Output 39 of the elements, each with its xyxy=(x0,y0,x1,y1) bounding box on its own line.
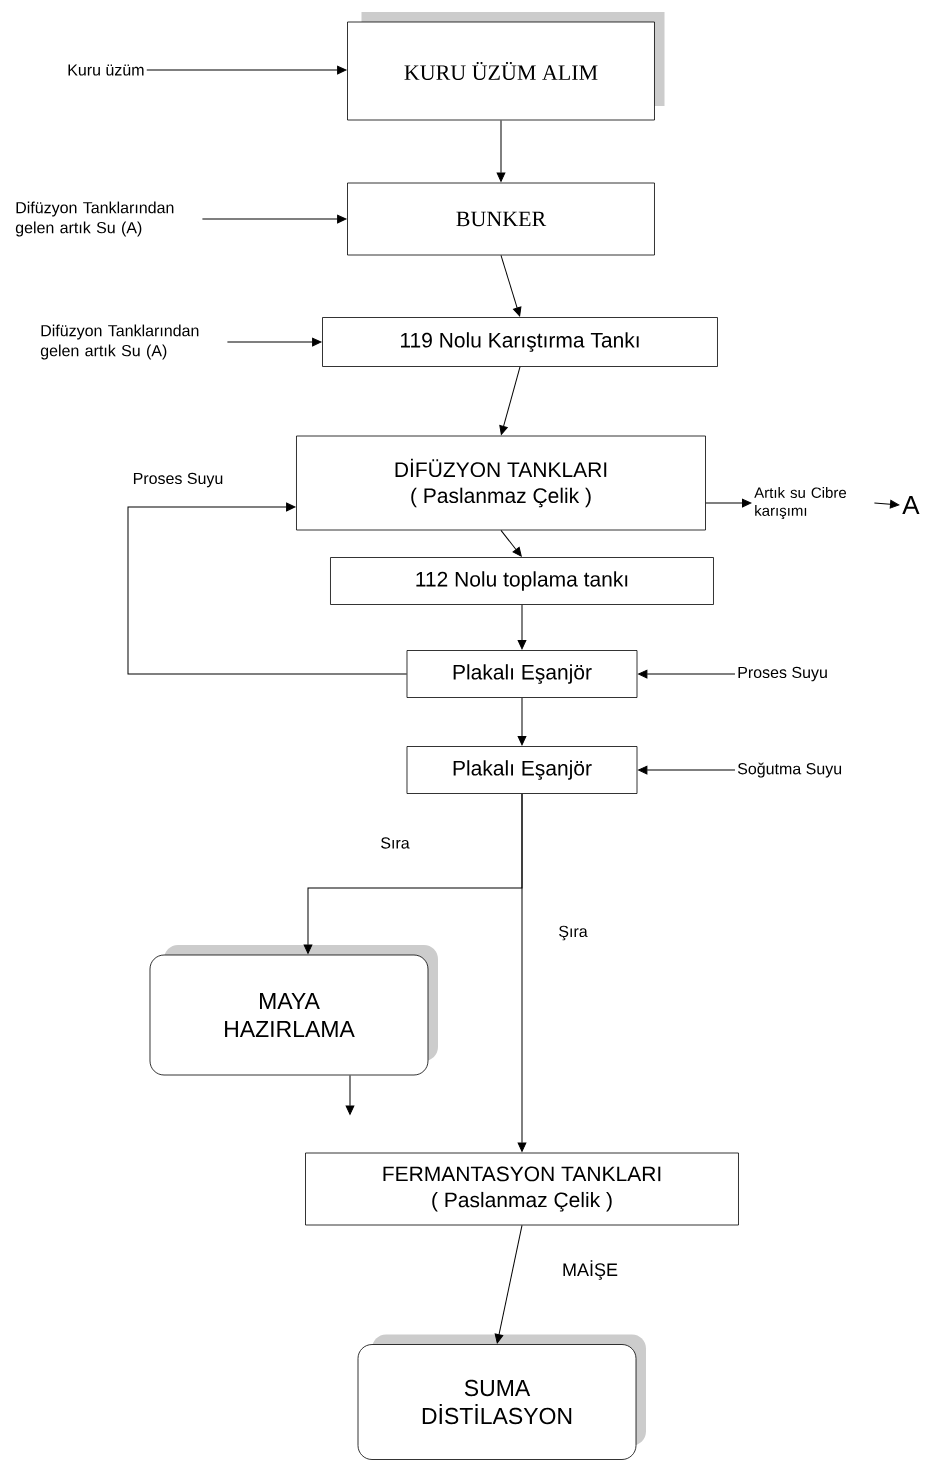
arrow xyxy=(517,604,527,650)
node-label: SUMA DİSTİLASYON xyxy=(422,1379,572,1425)
rounded-process-box: SUMA DİSTİLASYON xyxy=(357,1334,646,1460)
process-box: 112 Nolu toplama tankı xyxy=(330,557,714,605)
arrow xyxy=(201,214,347,224)
edge-label: Proses Suyu xyxy=(133,472,223,488)
flow-label: Proses Suyu xyxy=(738,666,827,682)
arrow xyxy=(500,529,522,557)
arrow xyxy=(494,1224,523,1344)
arrow xyxy=(499,366,521,435)
arrow xyxy=(638,669,736,679)
arrow xyxy=(127,502,408,675)
arrow xyxy=(500,254,522,317)
process-box: 119 Nolu Karıştırma Tankı xyxy=(322,317,718,367)
arrow xyxy=(226,337,322,347)
arrow xyxy=(345,1074,355,1115)
process-box: DİFÜZYON TANKLARI ( Paslanmaz Çelik ) xyxy=(296,435,706,531)
arrow xyxy=(638,765,736,775)
process-box: Plakalı Eşanjör xyxy=(406,746,638,794)
arrow xyxy=(705,498,752,508)
connector-letter: A xyxy=(902,496,920,514)
process-box: KURU ÜZÜM ALIM xyxy=(347,12,665,121)
flow-label: Soğutma Suyu xyxy=(737,762,842,778)
flow-label: Kuru üzüm xyxy=(68,64,144,76)
process-box: Plakalı Eşanjör xyxy=(406,650,638,698)
edge-label: Sıra xyxy=(381,837,410,849)
edge-label: MAİŞE xyxy=(563,1260,618,1280)
arrow xyxy=(873,499,900,509)
flow-label: Difüzyon Tanklarından gelen artık Su (A) xyxy=(15,201,174,237)
arrow xyxy=(517,697,527,746)
flow-label: Artık su Cibre karışımı xyxy=(754,487,847,520)
rounded-process-box: MAYA HAZIRLAMA xyxy=(149,945,438,1076)
flow-label: Difüzyon Tanklarından gelen artık Su (A) xyxy=(40,324,199,360)
arrow xyxy=(496,119,506,182)
process-box: BUNKER xyxy=(347,182,655,256)
arrow xyxy=(517,793,527,1152)
process-box: FERMANTASYON TANKLARI ( Paslanmaz Çelik ) xyxy=(305,1152,739,1226)
arrow xyxy=(146,65,347,75)
edge-label: Şıra xyxy=(559,925,588,941)
